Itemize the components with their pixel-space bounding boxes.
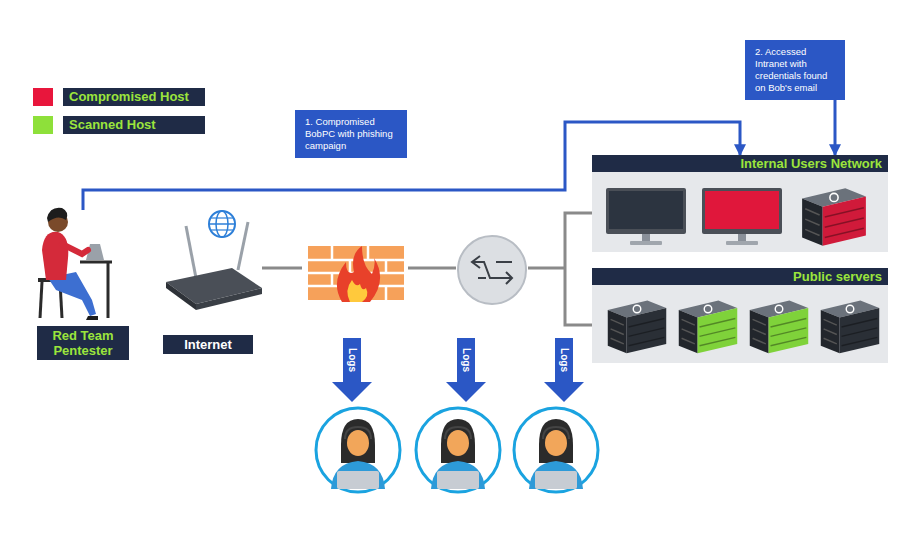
logs-label: Logs xyxy=(461,348,472,372)
legend-row: Compromised Host xyxy=(33,88,205,106)
logs-label: Logs xyxy=(347,348,358,372)
node-text: 2. Accessed Intranet with credentials fo… xyxy=(755,46,837,94)
network-band: Internal Users Network xyxy=(592,155,888,252)
legend-text: Scanned Host xyxy=(63,116,205,134)
actor-tag: Red Team Pentester xyxy=(25,210,141,360)
node-text: Internal Users Network xyxy=(592,155,888,172)
node-text: 1. Compromised BobPC with phishing campa… xyxy=(305,116,399,152)
callout-box: 1. Compromised BobPC with phishing campa… xyxy=(295,110,407,158)
legend-swatch xyxy=(33,88,53,106)
callout-box: 2. Accessed Intranet with credentials fo… xyxy=(745,40,845,100)
legend-row: Scanned Host xyxy=(33,116,205,134)
legend-swatch xyxy=(33,116,53,134)
node-text: Public servers xyxy=(592,268,888,285)
legend-text: Compromised Host xyxy=(63,88,205,106)
logs-label: Logs xyxy=(559,348,570,372)
network-band: Public servers xyxy=(592,268,888,363)
device-tag: Internet xyxy=(158,330,258,354)
node-text: Internet xyxy=(163,335,253,354)
node-text: Red Team Pentester xyxy=(37,326,129,360)
attack-path xyxy=(834,100,837,155)
